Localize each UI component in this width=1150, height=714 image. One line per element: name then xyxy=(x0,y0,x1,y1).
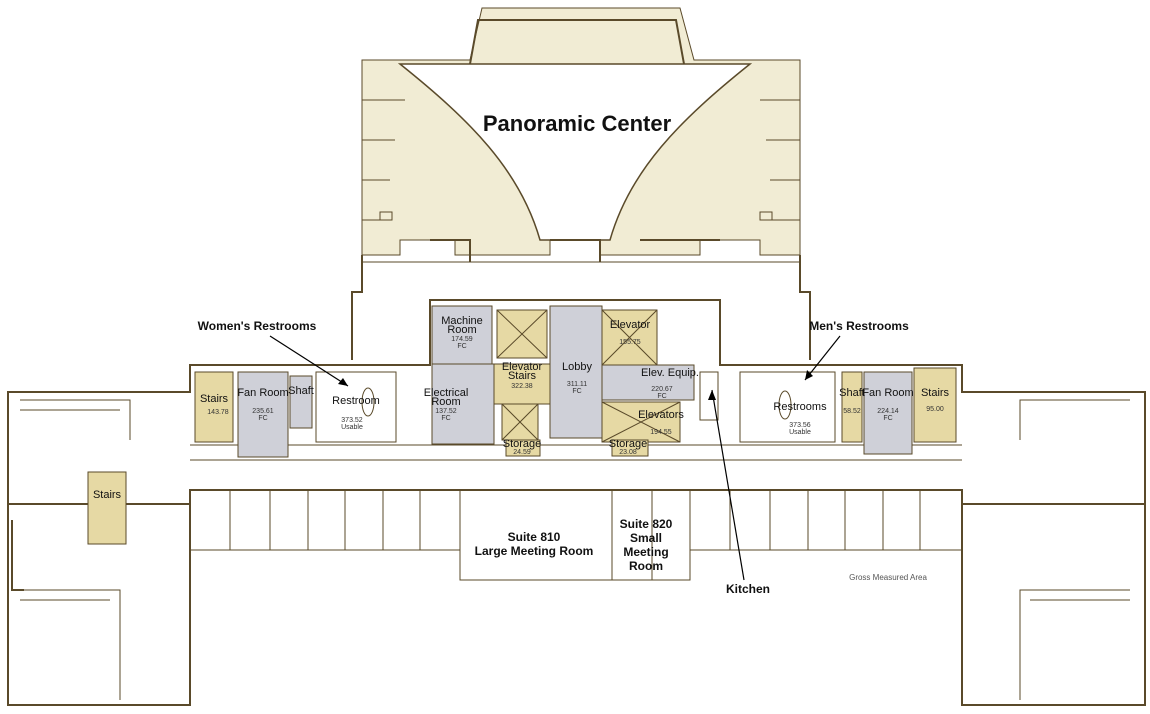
fan-room-west-label: Fan Room xyxy=(237,387,288,399)
svg-text:Room: Room xyxy=(447,324,476,336)
svg-text:220.67: 220.67 xyxy=(651,386,673,393)
central-core xyxy=(431,305,719,457)
restroom-west-label: Restroom xyxy=(332,395,380,407)
mens-restrooms-callout: Men's Restrooms xyxy=(809,319,909,333)
svg-text:95.00: 95.00 xyxy=(926,406,944,413)
suite-820-number: Suite 820 xyxy=(620,517,673,531)
svg-text:Room: Room xyxy=(629,559,663,573)
fan-room-east-label: Fan Room xyxy=(862,387,913,399)
suite-810-name: Large Meeting Room xyxy=(475,544,594,558)
svg-text:174.59: 174.59 xyxy=(451,336,473,343)
svg-text:143.78: 143.78 xyxy=(207,409,229,416)
shaft-east-label: Shaft xyxy=(839,387,865,399)
svg-text:23.08: 23.08 xyxy=(619,449,637,456)
elevators-label: Elevators xyxy=(638,409,684,421)
stairs-southwest-label: Stairs xyxy=(93,489,122,501)
svg-text:FC: FC xyxy=(883,415,892,422)
storage-east-label: Storage xyxy=(609,438,648,450)
elevator-stairs-label: Elevator xyxy=(502,361,543,373)
panoramic-center-title: Panoramic Center xyxy=(483,111,672,136)
suite-labels: Suite 810 Large Meeting Room Suite 820 S… xyxy=(475,517,673,573)
svg-text:311.11: 311.11 xyxy=(567,381,587,388)
svg-text:322.38: 322.38 xyxy=(511,383,533,390)
svg-text:155.75: 155.75 xyxy=(619,339,641,346)
svg-text:Small: Small xyxy=(630,531,662,545)
elevator-label: Elevator xyxy=(610,319,651,331)
kitchen-callout: Kitchen xyxy=(726,582,770,596)
east-service-block xyxy=(739,367,957,455)
callouts: Women's Restrooms Men's Restrooms Kitche… xyxy=(198,319,909,596)
west-service-block xyxy=(87,371,397,545)
svg-text:FC: FC xyxy=(572,388,581,395)
svg-text:235.61: 235.61 xyxy=(252,408,274,415)
svg-text:Room: Room xyxy=(431,396,460,408)
panoramic-center xyxy=(351,7,811,360)
restroom-east-label: Restrooms xyxy=(773,401,827,413)
stairs-west-label: Stairs xyxy=(200,393,229,405)
svg-text:Usable: Usable xyxy=(341,424,363,431)
room-labels: Machine Room 174.59 FC Elevator 155.75 E… xyxy=(93,315,950,582)
svg-text:194.55: 194.55 xyxy=(650,429,672,436)
svg-text:58.52: 58.52 xyxy=(843,408,861,415)
womens-restrooms-callout: Women's Restrooms xyxy=(198,319,317,333)
suite-810-number: Suite 810 xyxy=(508,530,561,544)
svg-text:137.52: 137.52 xyxy=(435,408,457,415)
electrical-room-label: Electrical xyxy=(424,387,469,399)
svg-text:224.14: 224.14 xyxy=(877,408,899,415)
svg-text:FC: FC xyxy=(657,393,666,400)
lobby-label: Lobby xyxy=(562,361,592,373)
svg-text:24.59: 24.59 xyxy=(513,449,531,456)
machine-room-label: Machine xyxy=(441,315,483,327)
svg-text:Stairs: Stairs xyxy=(508,370,537,382)
stairs-east-label: Stairs xyxy=(921,387,950,399)
gross-measured-area-label: Gross Measured Area xyxy=(849,573,927,582)
shaft-west-label: Shaft xyxy=(288,385,314,397)
svg-text:FC: FC xyxy=(441,415,450,422)
svg-text:FC: FC xyxy=(457,343,466,350)
elev-equip-label: Elev. Equip. xyxy=(641,367,699,379)
svg-text:FC: FC xyxy=(258,415,267,422)
svg-text:Meeting: Meeting xyxy=(623,545,668,559)
main-wing xyxy=(7,299,1146,706)
storage-west-label: Storage xyxy=(503,438,542,450)
svg-text:373.52: 373.52 xyxy=(341,417,363,424)
svg-text:373.56: 373.56 xyxy=(789,422,811,429)
svg-text:Usable: Usable xyxy=(789,429,811,436)
